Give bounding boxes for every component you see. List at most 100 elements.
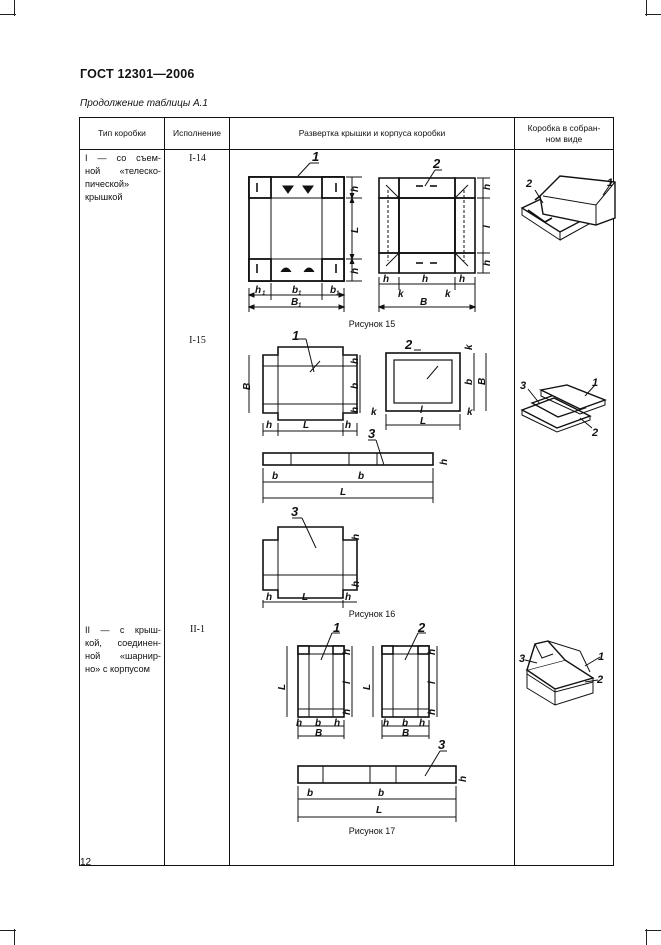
svg-text:h: h: [439, 459, 450, 465]
svg-text:L: L: [303, 420, 309, 431]
svg-text:1: 1: [592, 377, 598, 389]
svg-text:h: h: [427, 709, 438, 715]
figure-15-body-labels: 2 h h h k k B h l h: [383, 156, 493, 308]
crop-mark: [14, 0, 15, 16]
svg-text:1: 1: [262, 291, 266, 297]
svg-text:l: l: [420, 405, 423, 416]
svg-text:L: L: [350, 227, 361, 233]
crop-mark: [645, 14, 661, 15]
svg-text:1: 1: [607, 177, 613, 189]
table-header-row: Тип коробки Исполнение Развертка крышки …: [79, 117, 614, 150]
svg-text:B: B: [291, 297, 298, 308]
svg-text:b: b: [464, 379, 475, 385]
variant-code: I-15: [189, 335, 206, 346]
figure-15-body-unfolding: [377, 169, 490, 312]
svg-text:h: h: [345, 592, 351, 603]
figure-17-assembled-labels: 3 1 2: [519, 651, 604, 686]
svg-text:h: h: [334, 718, 340, 729]
svg-text:h: h: [458, 776, 469, 782]
svg-text:B: B: [242, 383, 253, 390]
svg-text:h: h: [345, 420, 351, 431]
figure-16-lid-labels: 1 h L h B h b h: [242, 328, 361, 431]
figure-17-lid-unfolding: [286, 632, 353, 739]
svg-text:b: b: [272, 471, 278, 482]
figure-16-lid3-unfolding: [262, 517, 358, 608]
svg-text:2: 2: [404, 337, 413, 352]
svg-text:h: h: [266, 420, 272, 431]
svg-text:h: h: [255, 285, 261, 296]
svg-text:b: b: [315, 718, 321, 729]
svg-text:b: b: [350, 383, 361, 389]
figure-15-lid-unfolding: [247, 162, 362, 312]
svg-text:b: b: [358, 471, 364, 482]
svg-text:h: h: [482, 184, 493, 190]
type-cell: I — со съем- ной «телеско- пической» кры…: [79, 149, 165, 866]
figure-16-strip-unfolding: [262, 439, 434, 503]
figure-15-assembled-labels: 2 1: [525, 177, 613, 190]
svg-text:h: h: [383, 718, 389, 729]
svg-text:3: 3: [291, 504, 299, 519]
svg-text:b: b: [292, 285, 298, 296]
table-body-row: I — со съем- ной «телеско- пической» кры…: [79, 149, 614, 866]
assembled-cell: [514, 149, 614, 866]
svg-text:h: h: [342, 649, 353, 655]
figure-17-lid-labels: 1 h b h B L h l h: [277, 620, 353, 739]
figure-16-lid-unfolding: [248, 338, 361, 436]
svg-text:L: L: [376, 805, 382, 816]
figure-16-assembled-box: [520, 384, 607, 433]
svg-text:h: h: [427, 649, 438, 655]
document-header: ГОСТ 12301—2006: [80, 67, 195, 81]
svg-text:k: k: [398, 289, 404, 300]
crop-mark: [646, 929, 647, 945]
svg-text:1: 1: [298, 303, 302, 309]
svg-text:L: L: [420, 416, 426, 427]
table-caption: Продолжение таблицы А.1: [80, 98, 208, 109]
svg-text:L: L: [302, 592, 308, 603]
figure-16-lid3-labels: 3 h L h h h: [266, 504, 362, 603]
figure-16-body-unfolding: [385, 349, 487, 430]
crop-mark: [645, 930, 661, 931]
box-type-description: II — с крыш- кой, соединен- ной «шарнир-…: [85, 625, 161, 674]
svg-text:1: 1: [333, 620, 340, 635]
svg-text:B: B: [315, 728, 322, 739]
svg-text:h: h: [482, 260, 493, 266]
svg-text:h: h: [459, 274, 465, 285]
svg-text:k: k: [467, 407, 473, 418]
figure-17-strip-unfolding: [297, 750, 457, 822]
svg-text:2: 2: [525, 178, 532, 190]
box-types-table: Тип коробки Исполнение Развертка крышки …: [79, 117, 614, 866]
svg-text:L: L: [340, 487, 346, 498]
svg-text:3: 3: [368, 426, 376, 441]
figure-17-body-unfolding: [372, 632, 438, 739]
column-header-assembled: Коробка в собран- ном виде: [514, 117, 614, 150]
svg-text:h: h: [351, 581, 362, 587]
svg-text:k: k: [445, 289, 451, 300]
svg-text:2: 2: [432, 156, 441, 171]
box-type-description: I — со съем- ной «телеско- пической» кры…: [85, 153, 161, 202]
figure-17-assembled-box: [524, 640, 601, 706]
crop-mark: [646, 0, 647, 16]
svg-text:h: h: [419, 718, 425, 729]
crop-mark: [0, 14, 16, 15]
figure-16-assembled-labels: 3 1 2: [520, 377, 598, 439]
figure-17-strip-labels: 3 b b L h: [307, 737, 469, 816]
figure-caption: Рисунок 16: [348, 609, 396, 619]
svg-text:2: 2: [417, 620, 426, 635]
figure-16-body-labels: 2 k l k L k b B: [371, 337, 488, 427]
svg-text:b: b: [307, 788, 313, 799]
svg-text:h: h: [350, 407, 361, 413]
svg-text:B: B: [477, 378, 488, 385]
svg-text:L: L: [277, 684, 288, 690]
svg-text:h: h: [342, 709, 353, 715]
svg-text:h: h: [350, 186, 361, 192]
figure-caption: Рисунок 17: [348, 826, 396, 836]
figure-16-strip-labels: 3 b b L h: [272, 426, 450, 498]
svg-text:1: 1: [298, 291, 302, 297]
svg-text:h: h: [351, 534, 362, 540]
page-number: 12: [80, 857, 92, 868]
svg-text:h: h: [350, 268, 361, 274]
svg-text:1: 1: [336, 291, 340, 297]
crop-mark: [14, 929, 15, 945]
variant-code: I-14: [189, 153, 206, 164]
